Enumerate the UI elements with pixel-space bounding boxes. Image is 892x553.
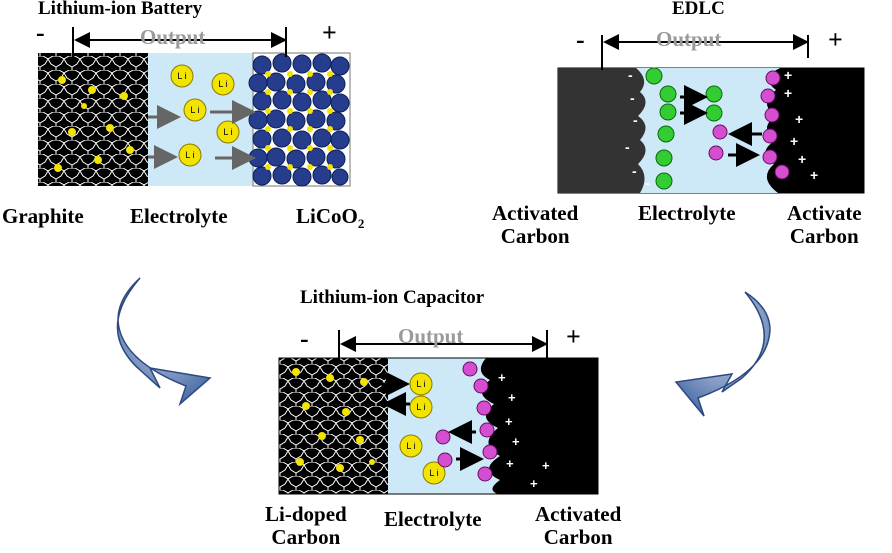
battery-anode-label: Graphite bbox=[2, 204, 84, 228]
graphite-li-dots bbox=[54, 76, 134, 172]
svg-text:-: - bbox=[625, 139, 630, 155]
svg-text:+: + bbox=[810, 167, 818, 183]
battery-minus-sign: - bbox=[36, 18, 45, 47]
edlc-left-carbon bbox=[558, 68, 646, 193]
edlc-output-label: Output bbox=[656, 27, 722, 51]
svg-text:+: + bbox=[498, 370, 506, 385]
edlc-right-label-line1: Activate bbox=[787, 201, 862, 225]
edlc-right-label-line2: Carbon bbox=[789, 224, 859, 248]
lic-right-label: Activated Carbon bbox=[535, 503, 621, 549]
svg-text:+: + bbox=[542, 458, 550, 473]
lic-li-ion-labels: L i L i L i L i bbox=[406, 379, 438, 478]
edlc-anions bbox=[708, 70, 790, 180]
lic-output-label: Output bbox=[398, 324, 464, 348]
svg-text:+: + bbox=[508, 390, 516, 405]
battery-plus-sign: + bbox=[322, 18, 337, 47]
svg-text:-: - bbox=[645, 175, 650, 191]
svg-text:-: - bbox=[628, 67, 633, 83]
edlc-electrolyte-label: Electrolyte bbox=[638, 201, 736, 225]
edlc-output-bracket bbox=[601, 34, 809, 70]
svg-text:+: + bbox=[506, 456, 514, 471]
lic-arrows bbox=[380, 372, 484, 471]
svg-text:-: - bbox=[630, 90, 635, 106]
li-ion-label: L i bbox=[185, 150, 194, 160]
lic-left-label-line2: Carbon bbox=[271, 525, 341, 549]
lic-electrolyte-label: Electrolyte bbox=[384, 507, 482, 531]
cathode-subscript: 2 bbox=[357, 216, 365, 232]
lic-anode bbox=[279, 358, 388, 494]
edlc-left-label-line1: Activated bbox=[492, 201, 579, 225]
li-ion-label: L i bbox=[429, 468, 438, 478]
svg-text:+: + bbox=[784, 67, 792, 83]
edlc-title: EDLC bbox=[672, 0, 725, 19]
lic-left-label: Li-doped Carbon bbox=[265, 503, 347, 549]
lic-anode-li-dots bbox=[292, 368, 375, 472]
svg-text:-: - bbox=[633, 112, 638, 128]
right-curved-arrow bbox=[674, 291, 771, 417]
li-ion-label: L i bbox=[406, 441, 415, 451]
lic-minus-sign: - bbox=[300, 324, 309, 353]
edlc-left-label: Activated Carbon bbox=[492, 202, 578, 248]
svg-text:+: + bbox=[798, 151, 806, 167]
lic-cell: L iL i L iL i +++ +++ + bbox=[278, 330, 599, 495]
edlc-minus-sign: - bbox=[576, 25, 585, 54]
li-ion-label: L i bbox=[223, 127, 232, 137]
battery-flow-arrows bbox=[148, 100, 256, 170]
svg-text:+: + bbox=[784, 85, 792, 101]
li-ion-label: L i bbox=[177, 71, 186, 81]
lic-cathode bbox=[480, 358, 598, 494]
battery-output-label: Output bbox=[140, 25, 206, 49]
li-ion-label: L i bbox=[190, 105, 199, 115]
edlc-arrows bbox=[680, 85, 762, 167]
lic-left-label-line1: Li-doped bbox=[265, 502, 347, 526]
battery-cell: L i L i L i L i L i bbox=[38, 27, 351, 187]
lic-plus-sign: + bbox=[566, 322, 581, 351]
svg-text:+: + bbox=[530, 476, 538, 491]
edlc-cations bbox=[645, 67, 723, 190]
li-ion-label: L i bbox=[218, 79, 227, 89]
cathode-formula: LiCoO bbox=[296, 204, 358, 228]
lic-charge-signs: +++ +++ + bbox=[498, 370, 550, 491]
svg-text:+: + bbox=[795, 111, 803, 127]
battery-li-ion-labels: L i L i L i L i L i bbox=[177, 71, 232, 160]
li-ion-label: L i bbox=[416, 379, 425, 389]
lico-li-dots bbox=[265, 71, 333, 170]
edlc-cell: --- --- +++ +++ bbox=[557, 34, 865, 194]
svg-text:+: + bbox=[512, 434, 520, 449]
lic-li-ions bbox=[399, 372, 446, 485]
edlc-plus-sign: + bbox=[828, 25, 843, 54]
svg-text:-: - bbox=[632, 163, 637, 179]
battery-output-bracket bbox=[72, 27, 287, 57]
battery-electrolyte-label: Electrolyte bbox=[130, 204, 228, 228]
edlc-left-label-line2: Carbon bbox=[500, 224, 570, 248]
li-ion-label: L i bbox=[416, 402, 425, 412]
lic-output-bracket bbox=[338, 330, 548, 360]
battery-cathode-label: LiCoO2 bbox=[296, 205, 364, 235]
edlc-right-label: Activate Carbon bbox=[787, 202, 862, 248]
battery-title: Lithium-ion Battery bbox=[38, 0, 203, 19]
svg-text:+: + bbox=[505, 414, 513, 429]
battery-graphite-anode bbox=[38, 53, 148, 186]
edlc-charge-signs: --- --- +++ +++ bbox=[625, 67, 818, 191]
lic-right-label-line2: Carbon bbox=[543, 525, 613, 549]
battery-li-ions bbox=[170, 64, 240, 167]
lic-right-label-line1: Activated bbox=[535, 502, 622, 526]
lic-title: Lithium-ion Capacitor bbox=[300, 287, 485, 308]
svg-text:+: + bbox=[790, 133, 798, 149]
lic-anions bbox=[435, 361, 498, 482]
edlc-right-carbon bbox=[765, 68, 864, 193]
left-curved-arrow bbox=[116, 277, 212, 407]
